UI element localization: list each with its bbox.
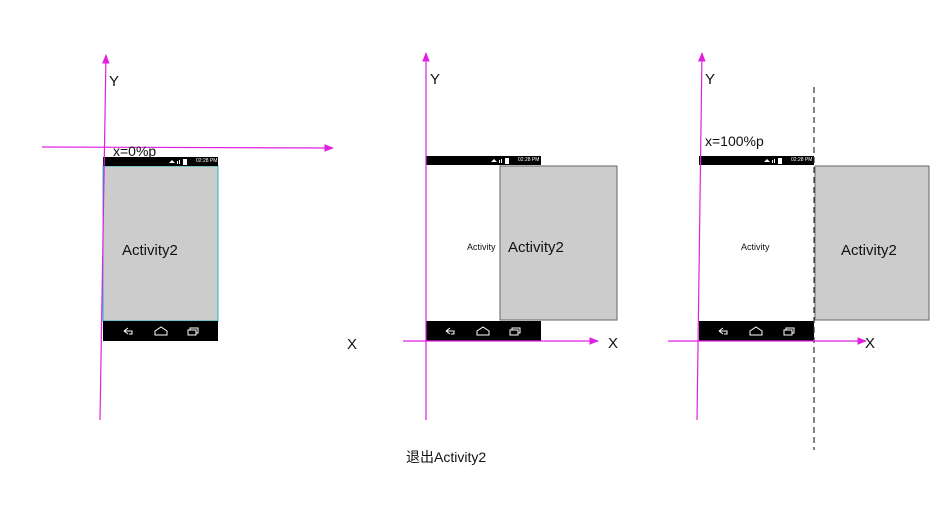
position-label: x=100%p [705, 133, 764, 149]
x-axis-label: X [865, 335, 876, 352]
status-bar [699, 156, 814, 165]
panel-3 [668, 52, 930, 450]
y-axis-label: Y [109, 73, 120, 90]
status-time: 02:28 PM [196, 158, 218, 164]
position-label: x=0%p [113, 143, 157, 159]
signal-icon [772, 159, 775, 163]
activity-screen [699, 165, 814, 321]
y-axis-label: Y [705, 71, 716, 88]
panel-1 [41, 54, 334, 421]
nav-bar [699, 321, 814, 341]
panel-2 [403, 52, 618, 420]
signal-icon [499, 159, 502, 163]
activity2-label: Activity2 [122, 242, 178, 259]
battery-icon [183, 159, 187, 165]
home-icon [154, 326, 168, 336]
back-icon [718, 327, 728, 335]
status-bar [103, 157, 218, 166]
status-bar [426, 156, 541, 165]
recents-icon [783, 327, 795, 336]
back-icon [123, 327, 133, 335]
nav-bar [103, 321, 218, 341]
x-axis [41, 144, 334, 152]
home-icon [476, 326, 490, 336]
recents-icon [509, 327, 521, 336]
activity2-label: Activity2 [841, 242, 897, 259]
back-icon [445, 327, 455, 335]
signal-icon [177, 160, 180, 164]
battery-icon [505, 158, 509, 164]
activity-label: Activity [741, 242, 770, 252]
wifi-icon [169, 160, 175, 163]
status-time: 02:28 PM [791, 157, 813, 163]
x-axis-label: X [608, 335, 619, 352]
battery-icon [778, 158, 782, 164]
wifi-icon [764, 159, 770, 162]
activity2-screen [102, 165, 219, 322]
y-axis [696, 52, 706, 421]
activity-label: Activity [467, 242, 496, 252]
home-icon [749, 326, 763, 336]
nav-bar [426, 321, 541, 341]
y-axis-label: Y [430, 71, 441, 88]
activity2-screen [499, 165, 618, 321]
diagram-caption: 退出Activity2 [406, 449, 487, 465]
status-time: 02:28 PM [518, 157, 540, 163]
activity2-screen [814, 165, 930, 321]
wifi-icon [491, 159, 497, 162]
activity2-label: Activity2 [508, 239, 564, 256]
recents-icon [187, 327, 199, 336]
x-axis-label: X [347, 336, 358, 353]
y-axis [99, 54, 110, 421]
